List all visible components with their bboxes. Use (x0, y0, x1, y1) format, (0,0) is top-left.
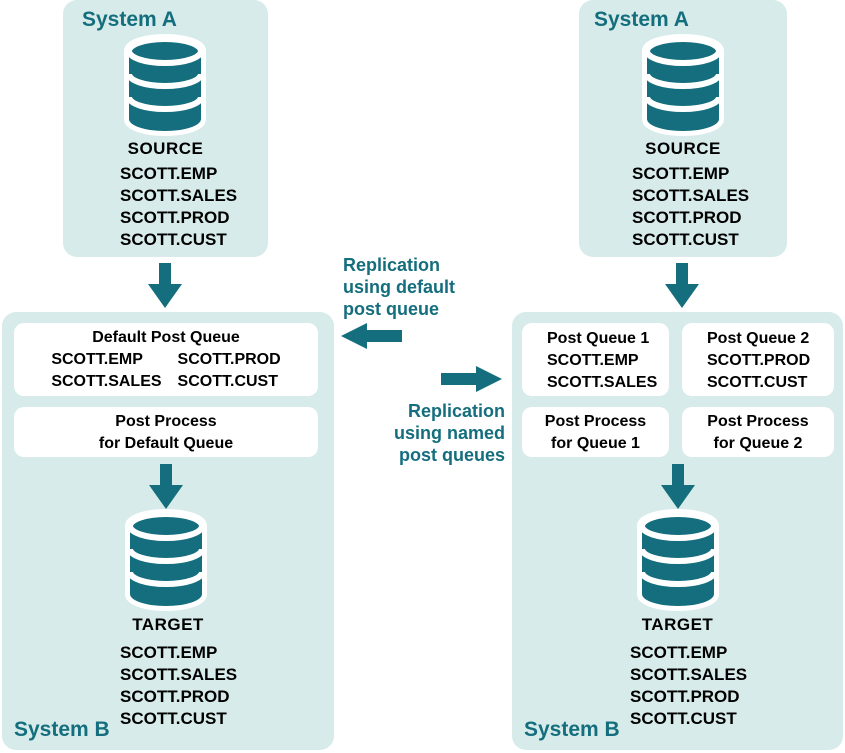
table-item: SCOTT.EMP (630, 643, 728, 662)
default-post-queue-box: Default Post Queue SCOTT.EMP SCOTT.SALES… (14, 323, 318, 396)
table-item: SCOTT.SALES (120, 186, 238, 205)
target-table-list: SCOTT.EMP SCOTT.SALES SCOTT.PROD SCOTT.C… (630, 642, 747, 730)
source-label: SOURCE (645, 139, 721, 158)
table-item: SCOTT.EMP (120, 643, 218, 662)
panel-system-b-left: Default Post Queue SCOTT.EMP SCOTT.SALES… (2, 312, 334, 750)
table-item: SCOTT.CUST (120, 230, 227, 249)
queue-box-title: Default Post Queue (92, 329, 240, 346)
table-item: SCOTT.PROD (630, 687, 740, 706)
post-process-2-box: Post Process for Queue 2 (682, 407, 834, 457)
process-box-line: Post Process (115, 413, 217, 430)
queue-table-columns: SCOTT.EMP SCOTT.SALES SCOTT.PROD SCOTT.C… (14, 349, 318, 393)
queue-column: SCOTT.PROD SCOTT.CUST (178, 349, 281, 393)
left-arrow-icon (341, 323, 402, 349)
source-database-icon (123, 34, 207, 137)
table-item: SCOTT.CUST (120, 709, 227, 728)
source-table-list: SCOTT.EMP SCOTT.SALES SCOTT.PROD SCOTT.C… (120, 163, 237, 251)
post-process-1-box: Post Process for Queue 1 (522, 407, 669, 457)
post-queue-1-box: Post Queue 1 SCOTT.EMP SCOTT.SALES (522, 323, 669, 396)
table-item: SCOTT.PROD (177, 351, 281, 368)
queue-box-title: Post Queue 1 (547, 330, 650, 347)
label-line: Replication (343, 255, 441, 275)
table-item: SCOTT.PROD (707, 352, 811, 369)
label-line: post queue (343, 299, 440, 319)
label-line: using default (343, 277, 455, 297)
target-database-icon (636, 509, 720, 612)
target-label: TARGET (641, 615, 714, 634)
post-queue-2-box: Post Queue 2 SCOTT.PROD SCOTT.CUST (682, 323, 834, 396)
panel-system-a-right: System A SOURCE SCOTT.EMP SCOTT.SALES SC… (579, 0, 787, 257)
table-item: SCOTT.CUST (707, 374, 808, 391)
table-item: SCOTT.CUST (630, 709, 737, 728)
process-box-line: for Queue 2 (713, 435, 803, 452)
replication-default-label: Replication using default post queue (343, 254, 455, 320)
process-box-line: Post Process (707, 413, 809, 430)
table-item: SCOTT.PROD (120, 208, 230, 227)
source-database-icon (641, 34, 725, 137)
process-box-line: for Default Queue (98, 435, 234, 452)
post-process-default-box: Post Process for Default Queue (14, 407, 318, 457)
target-label: TARGET (132, 615, 204, 634)
down-arrow-icon (665, 263, 699, 308)
label-line: using named (393, 423, 505, 443)
system-a-title: System A (82, 8, 177, 31)
down-arrow-icon (661, 464, 695, 509)
table-item: SCOTT.EMP (51, 351, 143, 368)
panel-system-a-left: System A SOURCE SCOTT.EMP SCOTT.SALES SC… (63, 0, 268, 257)
replication-named-label: Replication using named post queues (320, 400, 505, 466)
table-item: SCOTT.EMP (547, 352, 639, 369)
panel-system-b-right: Post Queue 1 SCOTT.EMP SCOTT.SALES Post … (512, 312, 843, 750)
table-item: SCOTT.SALES (547, 374, 658, 391)
table-item: SCOTT.CUST (632, 230, 739, 249)
target-database-icon (124, 509, 208, 612)
table-item: SCOTT.SALES (630, 665, 748, 684)
process-box-line: Post Process (544, 413, 647, 430)
right-arrow-icon (441, 366, 502, 392)
source-label: SOURCE (127, 139, 204, 158)
table-item: SCOTT.PROD (632, 208, 742, 227)
system-a-title: System A (594, 8, 689, 31)
table-item: SCOTT.SALES (120, 665, 238, 684)
table-item: SCOTT.EMP (632, 164, 730, 183)
table-item: SCOTT.EMP (120, 164, 218, 183)
down-arrow-icon (148, 263, 182, 308)
queue-column: SCOTT.EMP SCOTT.SALES (51, 349, 161, 393)
table-item: SCOTT.SALES (632, 186, 750, 205)
label-line: Replication (407, 401, 505, 421)
table-item: SCOTT.PROD (120, 687, 230, 706)
table-item: SCOTT.CUST (177, 373, 278, 390)
down-arrow-icon (149, 464, 183, 509)
table-item: SCOTT.SALES (51, 373, 162, 390)
target-table-list: SCOTT.EMP SCOTT.SALES SCOTT.PROD SCOTT.C… (120, 642, 237, 730)
label-line: post queues (398, 445, 505, 465)
queue-box-title: Post Queue 2 (707, 330, 810, 347)
process-box-line: for Queue 1 (551, 435, 640, 452)
system-b-title: System B (14, 718, 110, 741)
source-table-list: SCOTT.EMP SCOTT.SALES SCOTT.PROD SCOTT.C… (632, 163, 749, 251)
system-b-title: System B (524, 718, 620, 741)
